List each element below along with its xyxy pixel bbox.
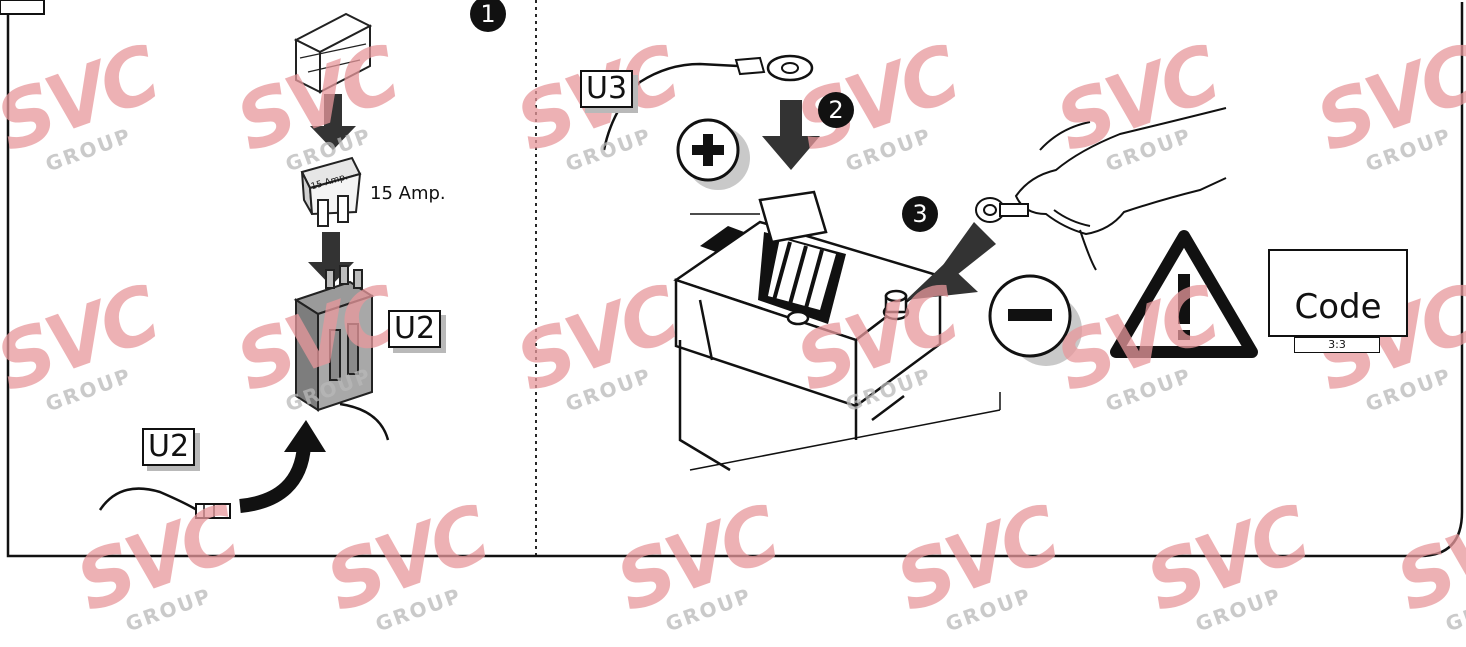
code-display: Code: [1268, 249, 1408, 337]
connect-arrow-icon: [240, 420, 326, 506]
down-arrow-icon: [310, 94, 356, 150]
code-label: Code: [1270, 289, 1406, 325]
minus-symbol-icon: [990, 276, 1082, 366]
fuse: 15 Amp.: [302, 158, 360, 226]
u3-label: U3: [580, 70, 633, 108]
fuse-rating-label: 15 Amp.: [370, 183, 446, 204]
warning-triangle-icon: [1116, 236, 1252, 352]
corner-tab: [0, 0, 44, 14]
fuse-holder-connector: [296, 266, 388, 440]
plus-symbol-icon: [678, 120, 750, 190]
step-marker-2: 2: [818, 92, 854, 128]
diagonal-arrow-icon: [906, 222, 996, 300]
u2-cable: [100, 489, 230, 518]
step-marker-3: 3: [902, 196, 938, 232]
u2-label-upper: U2: [388, 310, 441, 348]
fuse-cover: [296, 14, 370, 92]
code-sub-label: 3:3: [1294, 337, 1380, 353]
u2-label-lower: U2: [142, 428, 195, 466]
installation-diagram: 15 Amp.: [0, 0, 1466, 562]
battery: [676, 192, 1000, 470]
down-arrow-icon: [762, 100, 820, 170]
